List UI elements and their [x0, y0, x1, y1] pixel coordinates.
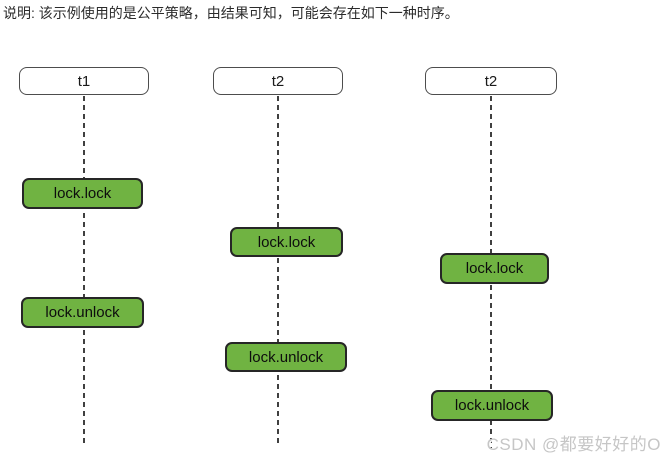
thread-header-t2-a: t2 — [213, 67, 343, 95]
event-t1-unlock: lock.unlock — [21, 297, 144, 328]
event-t2a-lock: lock.lock — [230, 227, 343, 257]
lifeline-t1 — [83, 96, 85, 447]
thread-header-t1: t1 — [19, 67, 149, 95]
event-t2b-lock: lock.lock — [440, 253, 549, 284]
thread-header-t2-b: t2 — [425, 67, 557, 95]
event-t1-lock: lock.lock — [22, 178, 143, 209]
event-t2b-unlock: lock.unlock — [431, 390, 553, 421]
csdn-watermark: CSDN @都要好好的O — [486, 435, 661, 454]
event-t2a-unlock: lock.unlock — [225, 342, 347, 372]
lifeline-t2-a — [277, 96, 279, 447]
description-text: 说明: 该示例使用的是公平策略，由结果可知，可能会存在如下一种时序。 — [3, 5, 459, 21]
